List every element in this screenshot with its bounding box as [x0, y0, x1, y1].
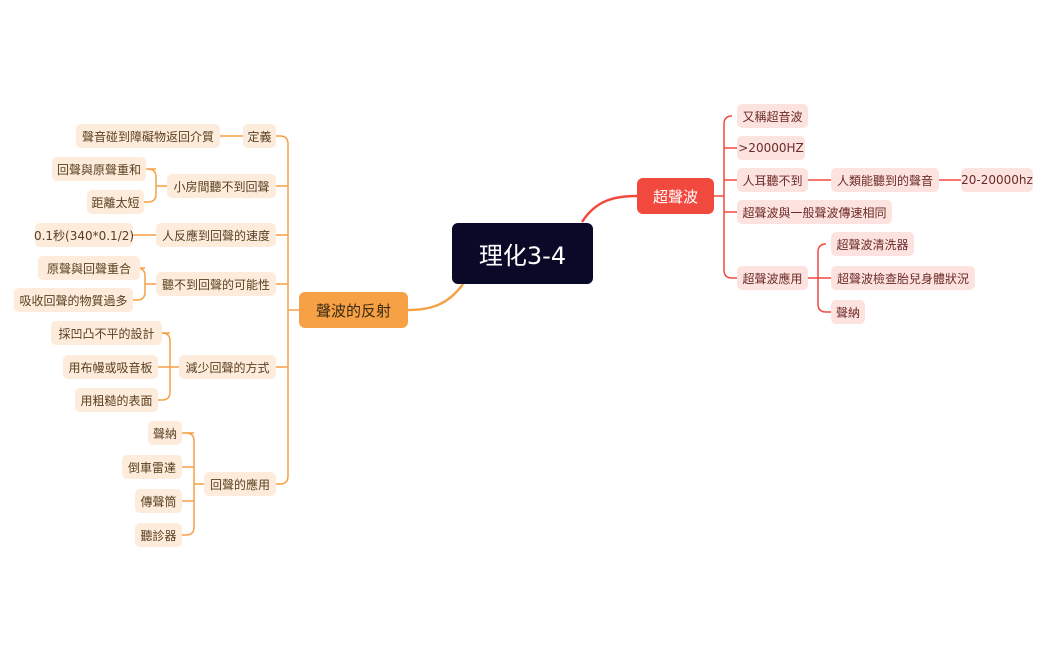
- topic-echo-megaphone[interactable]: 傳聲筒: [135, 489, 182, 513]
- topic-reduce-curtain[interactable]: 用布幔或吸音板: [63, 355, 158, 379]
- reflection-connectors: [133, 135, 299, 536]
- connector-central-ultrasonic: [580, 194, 638, 223]
- topic-small-room[interactable]: 小房間聽不到回聲: [167, 174, 276, 198]
- topic-small-room-distance[interactable]: 距離太短: [87, 190, 144, 214]
- topic-definition-text[interactable]: 聲音碰到障礙物返回介質: [76, 124, 220, 148]
- branch-reflection[interactable]: 聲波的反射: [299, 292, 408, 328]
- topic-reaction-value[interactable]: 0.1秒(340*0.1/2): [34, 223, 134, 247]
- topic-inaudible[interactable]: 人耳聽不到: [737, 168, 808, 192]
- topic-frequency[interactable]: >20000HZ: [737, 136, 805, 160]
- topic-alias[interactable]: 又稱超音波: [737, 104, 808, 128]
- topic-echo-apps[interactable]: 回聲的應用: [204, 472, 276, 496]
- topic-human-range[interactable]: 人類能聽到的聲音: [831, 168, 939, 192]
- topic-echo-stethoscope[interactable]: 聽診器: [135, 523, 182, 547]
- topic-echo-reverse-radar[interactable]: 倒車雷達: [122, 455, 182, 479]
- topic-not-heard-absorb[interactable]: 吸收回聲的物質過多: [14, 288, 133, 312]
- topic-echo-sonar[interactable]: 聲納: [148, 421, 182, 445]
- topic-small-room-overlap[interactable]: 回聲與原聲重和: [52, 157, 146, 181]
- branch-ultrasonic[interactable]: 超聲波: [637, 178, 714, 214]
- connector-central-reflection: [407, 283, 465, 312]
- topic-not-heard[interactable]: 聽不到回聲的可能性: [156, 272, 276, 296]
- topic-not-heard-overlap[interactable]: 原聲與回聲重合: [38, 256, 140, 280]
- topic-reduce-rough[interactable]: 用粗糙的表面: [75, 388, 158, 412]
- ultrasonic-connectors: [714, 115, 961, 313]
- central-topic[interactable]: 理化3-4: [452, 223, 593, 284]
- topic-ultrasonic-apps[interactable]: 超聲波應用: [737, 266, 808, 290]
- topic-definition[interactable]: 定義: [243, 124, 276, 148]
- topic-app-cleaner[interactable]: 超聲波清洗器: [831, 232, 914, 256]
- topic-app-sonar[interactable]: 聲納: [831, 300, 865, 324]
- topic-app-fetal-check[interactable]: 超聲波檢查胎兒身體狀況: [831, 266, 975, 290]
- topic-reduce[interactable]: 減少回聲的方式: [179, 355, 276, 379]
- topic-human-range-value[interactable]: 20-20000hz: [961, 168, 1033, 192]
- topic-reaction[interactable]: 人反應到回聲的速度: [156, 223, 276, 247]
- topic-reduce-uneven[interactable]: 採凹凸不平的設計: [51, 321, 162, 345]
- topic-speed[interactable]: 超聲波與一般聲波傳速相同: [737, 200, 892, 224]
